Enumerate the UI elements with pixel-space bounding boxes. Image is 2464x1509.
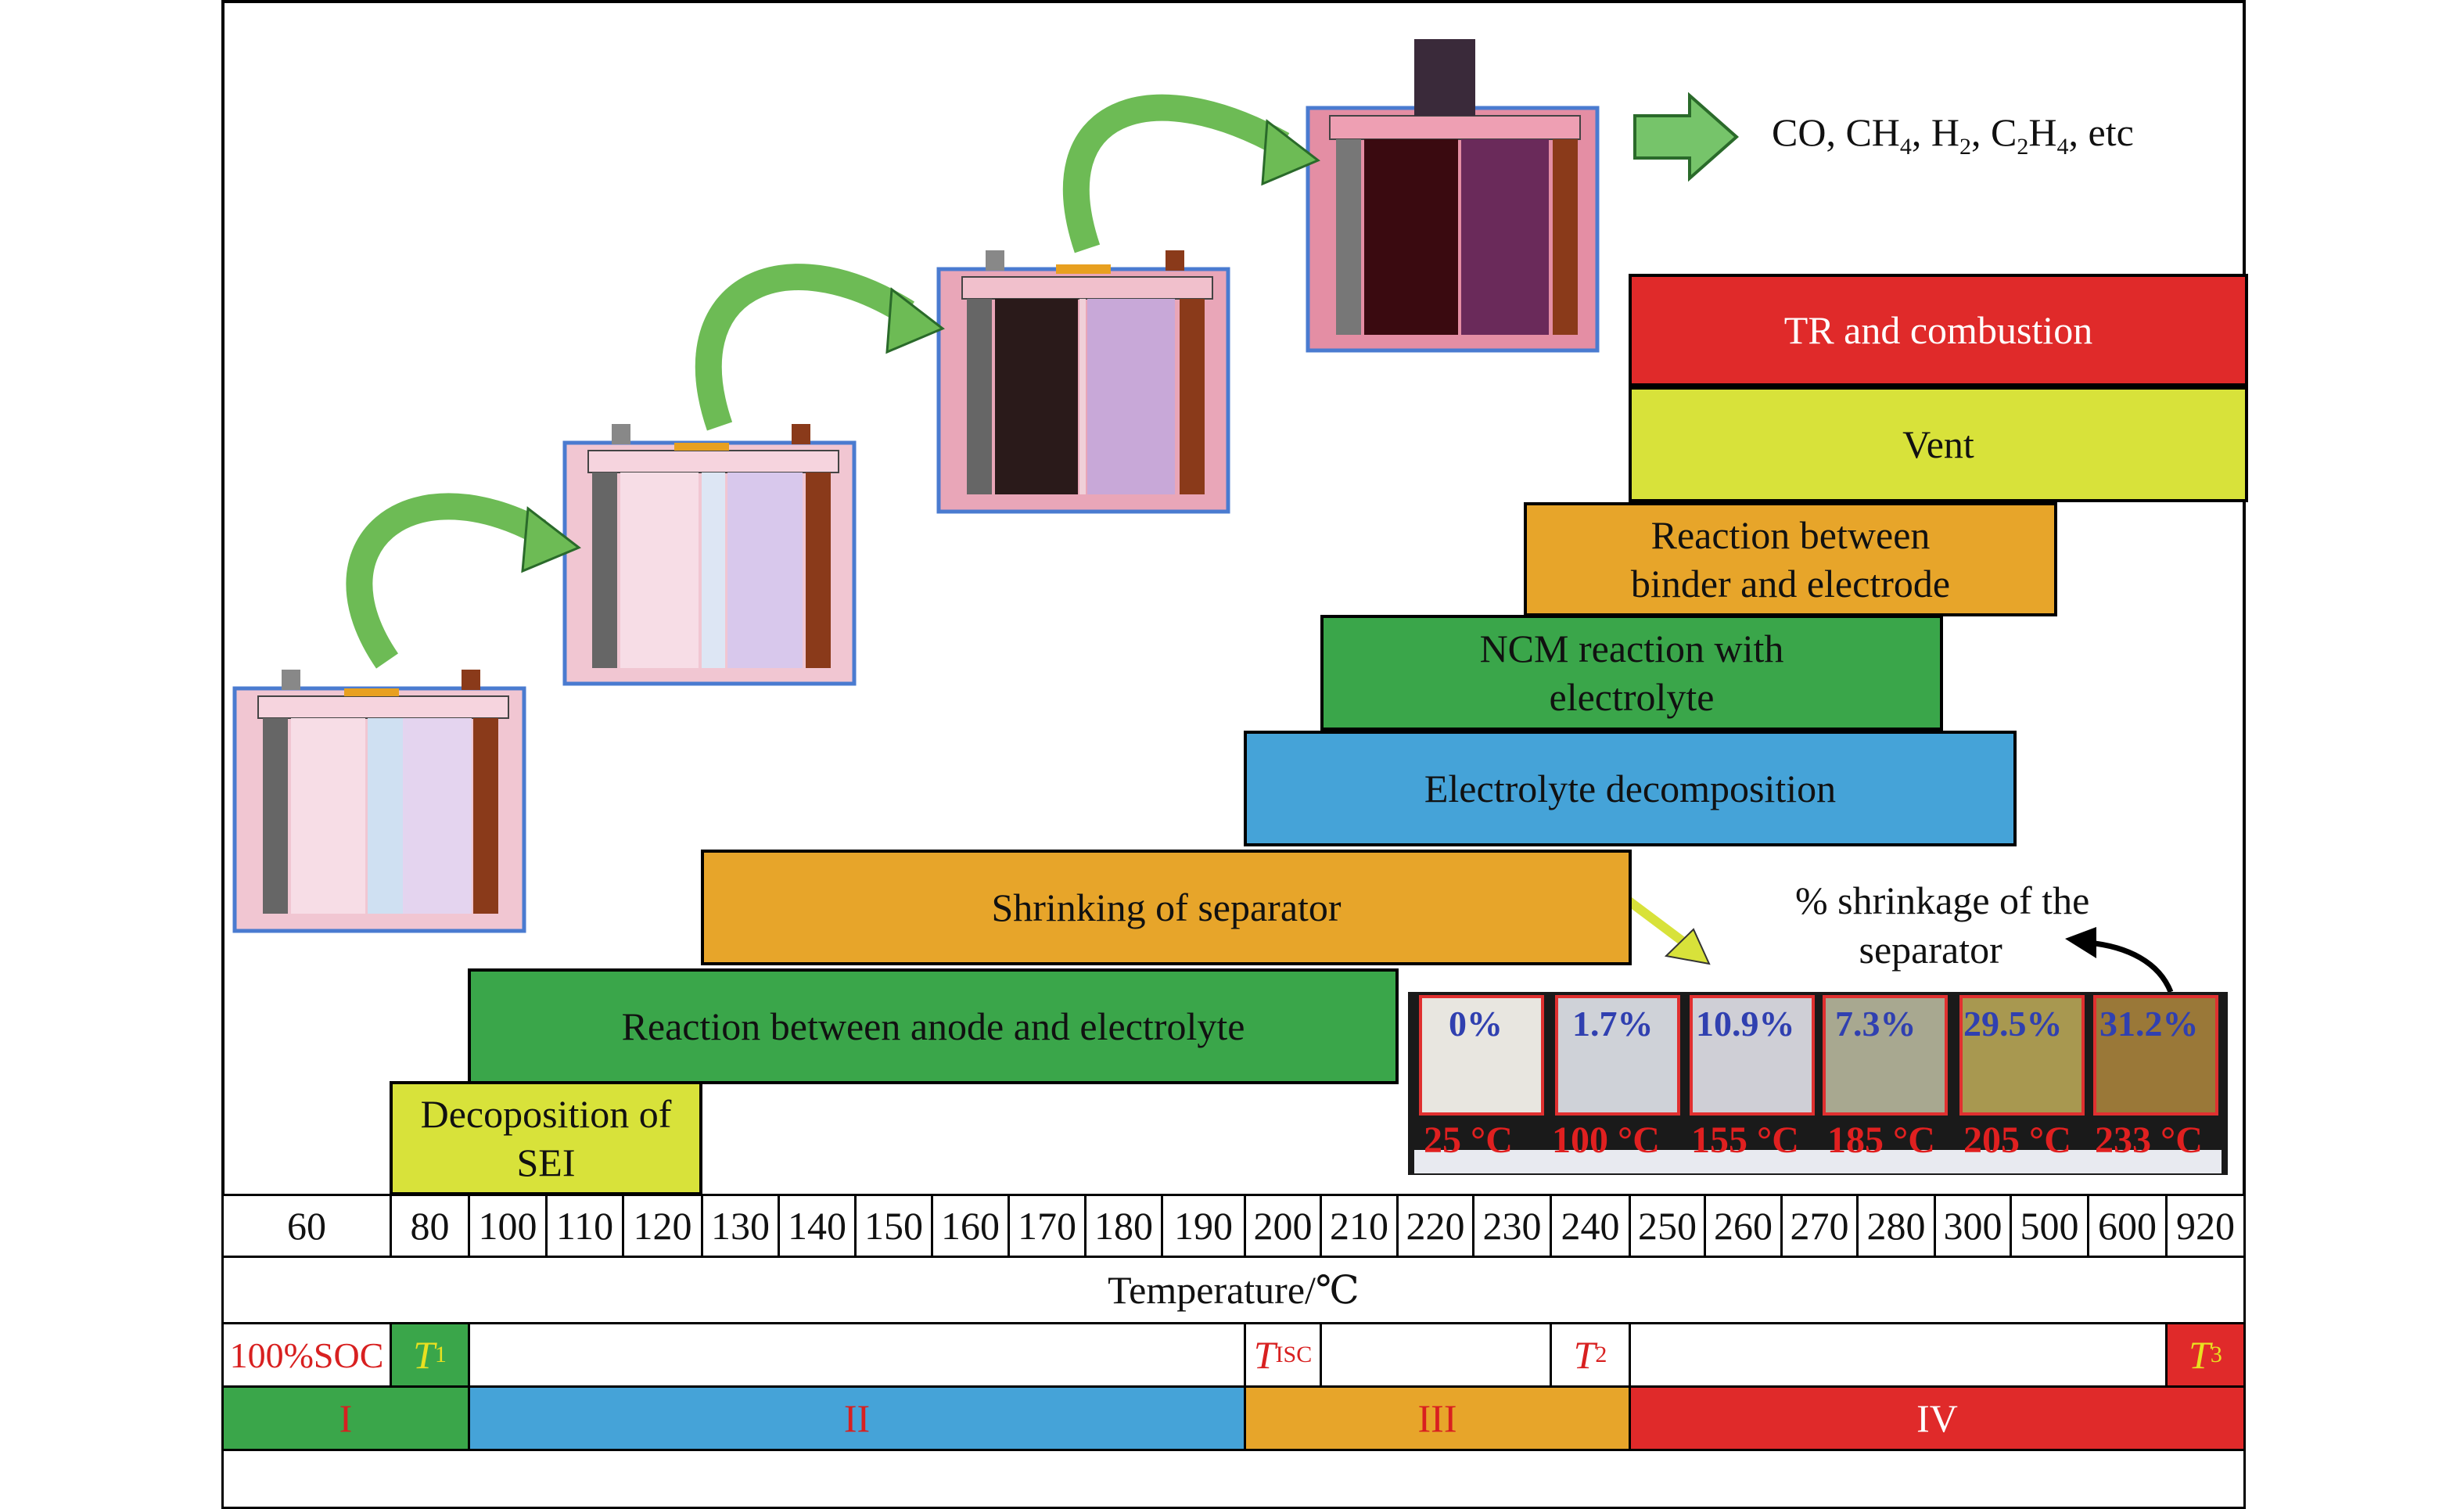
ruler-strip — [1414, 1150, 2222, 1173]
separator-sample-2 — [1690, 995, 1815, 1116]
temp-tick-110: 110 — [545, 1194, 624, 1258]
battery-cell-1 — [232, 670, 526, 933]
shrinkage-percent-4: 29.5% — [1963, 1004, 2063, 1044]
temp-tick-260: 260 — [1704, 1194, 1783, 1258]
temp-tick-280: 280 — [1856, 1194, 1936, 1258]
temp-tick-190: 190 — [1161, 1194, 1246, 1258]
shrinkage-percent-5: 31.2% — [2099, 1004, 2199, 1044]
temp-tick-80: 80 — [390, 1194, 470, 1258]
temp-tick-240: 240 — [1550, 1194, 1631, 1258]
shrinkage-percent-0: 0% — [1449, 1004, 1503, 1044]
shrinkage-label-arrow — [2088, 940, 2174, 993]
bottom-empty-row — [221, 1449, 2246, 1509]
separator-sample-1 — [1555, 995, 1680, 1116]
transition-arrows — [346, 94, 1290, 669]
battery-cell-2 — [562, 424, 857, 686]
temp-tick-170: 170 — [1008, 1194, 1087, 1258]
temp-tick-920: 920 — [2165, 1194, 2246, 1258]
stage-I: I — [221, 1385, 470, 1451]
temp-tick-600: 600 — [2087, 1194, 2168, 1258]
shrinkage-pointer-arrow — [1624, 896, 1711, 965]
sample-temp-0: 25 °C — [1424, 1119, 1513, 1161]
temp-tick-140: 140 — [778, 1194, 857, 1258]
vent-bar: Vent — [1629, 386, 2248, 502]
gas-products-label: CO, CH4, H2, C2H4, etc — [1772, 110, 2134, 160]
sample-temp-3: 185 °C — [1827, 1119, 1935, 1161]
shrinkage-title: % shrinkage of the separator — [1795, 878, 2090, 972]
battery-cell-4 — [1306, 39, 1600, 353]
separator-sample-3 — [1823, 995, 1948, 1116]
battery-cell-3 — [936, 250, 1230, 514]
temp-tick-220: 220 — [1396, 1194, 1474, 1258]
marker-100-soc: 100%SOC — [221, 1322, 392, 1388]
temp-tick-160: 160 — [931, 1194, 1010, 1258]
tr-combustion-bar: TR and combustion — [1629, 274, 2248, 386]
separator-photo-strip — [1408, 992, 2228, 1175]
temp-tick-100: 100 — [468, 1194, 548, 1258]
temp-tick-230: 230 — [1472, 1194, 1552, 1258]
temp-tick-300: 300 — [1934, 1194, 2012, 1258]
temp-tick-180: 180 — [1084, 1194, 1163, 1258]
sample-temp-5: 233 °C — [2095, 1119, 2203, 1161]
temperature-axis-label: Temperature/℃ — [221, 1256, 2246, 1324]
temp-tick-210: 210 — [1320, 1194, 1399, 1258]
gas-arrow — [1633, 92, 1740, 182]
temp-tick-250: 250 — [1629, 1194, 1706, 1258]
shrinkage-percent-1: 1.7% — [1572, 1004, 1654, 1044]
temp-tick-500: 500 — [2010, 1194, 2089, 1258]
anode-electrolyte-reaction-bar: Reaction between anode and electrolyte — [468, 968, 1399, 1084]
stage-IV: IV — [1629, 1385, 2246, 1451]
temp-tick-130: 130 — [701, 1194, 780, 1258]
arrow-heads — [521, 119, 1320, 573]
temp-tick-270: 270 — [1780, 1194, 1859, 1258]
separator-shrinking-bar: Shrinking of separator — [701, 850, 1632, 965]
shrinkage-percent-2: 10.9% — [1696, 1004, 1795, 1044]
separator-sample-0 — [1419, 995, 1544, 1116]
stage-III: III — [1244, 1385, 1631, 1451]
temp-tick-200: 200 — [1244, 1194, 1322, 1258]
temp-tick-120: 120 — [622, 1194, 703, 1258]
shrinkage-percent-3: 7.3% — [1835, 1004, 1916, 1044]
electrolyte-decomposition-bar: Electrolyte decomposition — [1244, 731, 2017, 846]
separator-sample-5 — [2093, 995, 2218, 1116]
sample-temp-4: 205 °C — [1963, 1119, 2071, 1161]
temp-tick-60: 60 — [221, 1194, 392, 1258]
sample-temp-1: 100 °C — [1552, 1119, 1660, 1161]
sample-temp-2: 155 °C — [1691, 1119, 1799, 1161]
stage-II: II — [468, 1385, 1246, 1451]
marker-row — [221, 1322, 2246, 1388]
temp-tick-150: 150 — [854, 1194, 933, 1258]
separator-sample-4 — [1959, 995, 2085, 1116]
